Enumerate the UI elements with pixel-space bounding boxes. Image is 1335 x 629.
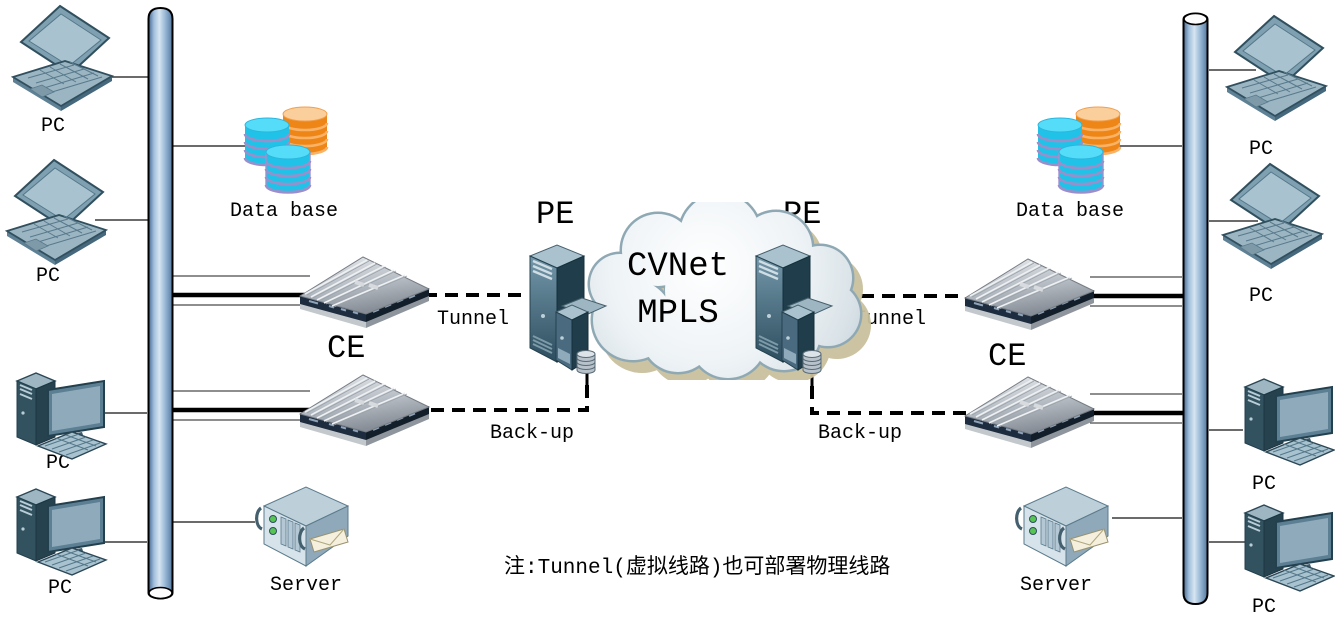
desktop-pc-icon [1240,500,1335,596]
database-icon [1036,98,1122,200]
server-label-left: Server [270,574,343,597]
cloud-label-line2: MPLS [637,295,719,333]
ce-router-icon [962,256,1098,342]
bus-backbone-right [1182,6,1209,606]
backup-link-right [810,386,966,415]
ce-label-left: CE [327,330,366,367]
database-icon [243,98,329,200]
server-icon [1010,484,1114,576]
ce-label-right: CE [988,338,1027,375]
pe-label-left: PE [536,196,575,233]
ce-router-icon [297,372,433,458]
tunnel-label-left: Tunnel [437,308,510,331]
backup-label-left: Back-up [490,422,575,445]
pe-router-icon [524,242,608,378]
pe-router-icon [750,242,834,378]
bus-backbone-left [147,6,174,606]
database-label: Data base [230,200,339,223]
server-icon [250,484,354,576]
pc-label: PC [46,452,71,475]
cloud-label-line1: CVNet [626,248,730,286]
diagram-note: 注:Tunnel(虚拟线路)也可部署物理线路 [504,557,891,580]
desktop-pc-icon [1240,374,1335,470]
backup-label-right: Back-up [818,422,903,445]
desktop-pc-icon [12,484,108,580]
pc-label: PC [1252,596,1277,619]
laptop-icon [1222,14,1328,122]
backup-link-left [403,385,589,412]
database-label: Data base [1016,200,1125,223]
server-label-right: Server [1020,574,1093,597]
laptop-icon [1218,162,1324,270]
pc-label: PC [36,265,61,288]
tunnel-label-right: Tunnel [854,308,927,331]
cloud-label: CVNet MPLS [590,244,766,338]
pc-label: PC [48,577,73,600]
pc-label: PC [1252,473,1277,496]
pc-label: PC [41,115,66,138]
pc-label: PC [1249,285,1274,308]
laptop-icon [2,158,108,266]
desktop-pc-icon [12,368,108,464]
laptop-icon [8,4,114,112]
ce-router-icon [297,254,433,340]
pc-label: PC [1249,138,1274,161]
ce-router-icon [962,374,1098,460]
